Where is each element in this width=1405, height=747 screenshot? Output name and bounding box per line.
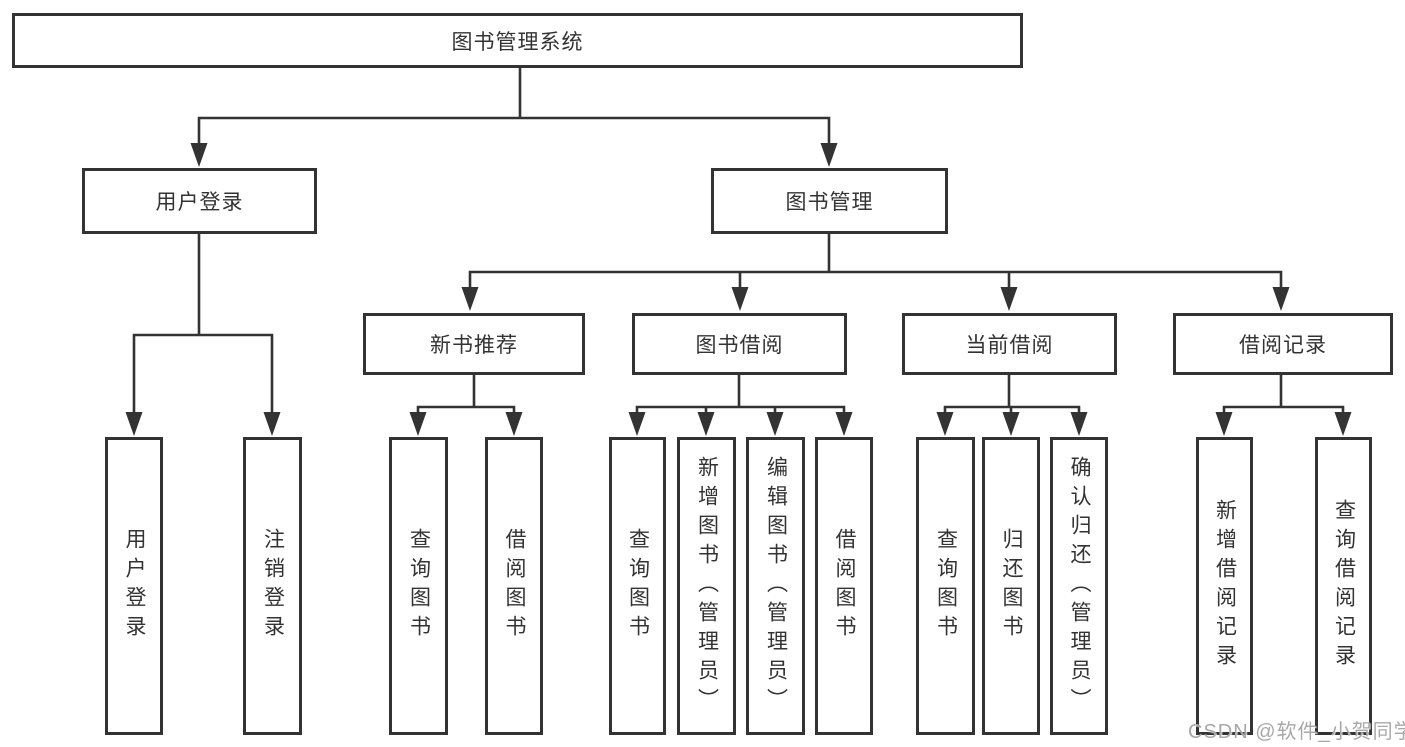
node-label: 查询借阅记录: [1332, 499, 1356, 673]
node-label: 图书管理系统: [451, 30, 584, 54]
node-book-borrowing: 图书借阅: [632, 313, 847, 375]
node-library-system: 图书管理系统: [12, 13, 1023, 68]
node-label: 归还图书: [1000, 528, 1023, 644]
leaf-add-books-admin: 新增图书（管理员）: [677, 437, 736, 735]
node-label: 借阅图书: [833, 528, 856, 644]
node-label: 确认归还（管理员）: [1068, 455, 1091, 717]
leaf-query-books-recommend: 查询图书: [389, 437, 448, 735]
leaf-borrow-books: 借阅图书: [815, 437, 873, 735]
node-label: 查询图书: [626, 528, 650, 644]
node-label: 图书管理: [785, 191, 874, 214]
leaf-query-books-current: 查询图书: [916, 437, 975, 735]
node-book-management: 图书管理: [711, 168, 948, 234]
node-label: 图书借阅: [695, 334, 784, 357]
leaf-borrow-books-recommend: 借阅图书: [485, 437, 543, 735]
node-label: 查询图书: [934, 528, 958, 644]
leaf-query-borrow-record: 查询借阅记录: [1315, 437, 1372, 735]
node-borrow-records: 借阅记录: [1173, 313, 1393, 375]
watermark: CSDN @软件_小贺同学: [1188, 721, 1405, 743]
node-current-borrowing: 当前借阅: [902, 313, 1117, 375]
leaf-user-login: 用户登录: [105, 437, 163, 735]
node-label: 新书推荐: [430, 334, 518, 357]
node-label: 新增图书（管理员）: [695, 455, 719, 717]
leaf-return-books: 归还图书: [982, 437, 1040, 735]
node-label: 用户登录: [123, 528, 146, 644]
leaf-query-books-borrowing: 查询图书: [609, 437, 666, 735]
node-label: 查询图书: [407, 528, 431, 644]
leaf-add-borrow-record: 新增借阅记录: [1196, 437, 1253, 735]
node-label: 借阅图书: [503, 528, 526, 644]
leaf-logout: 注销登录: [243, 437, 302, 735]
node-user-login: 用户登录: [82, 168, 317, 234]
node-label: 编辑图书（管理员）: [764, 455, 788, 717]
node-label: 当前借阅: [965, 334, 1054, 357]
node-new-book-recommend: 新书推荐: [363, 313, 585, 375]
node-label: 借阅记录: [1239, 334, 1327, 357]
leaf-confirm-return-admin: 确认归还（管理员）: [1050, 437, 1108, 735]
node-label: 用户登录: [155, 191, 244, 214]
node-label: 新增借阅记录: [1213, 499, 1237, 673]
node-label: 注销登录: [261, 528, 285, 644]
leaf-edit-books-admin: 编辑图书（管理员）: [746, 437, 805, 735]
